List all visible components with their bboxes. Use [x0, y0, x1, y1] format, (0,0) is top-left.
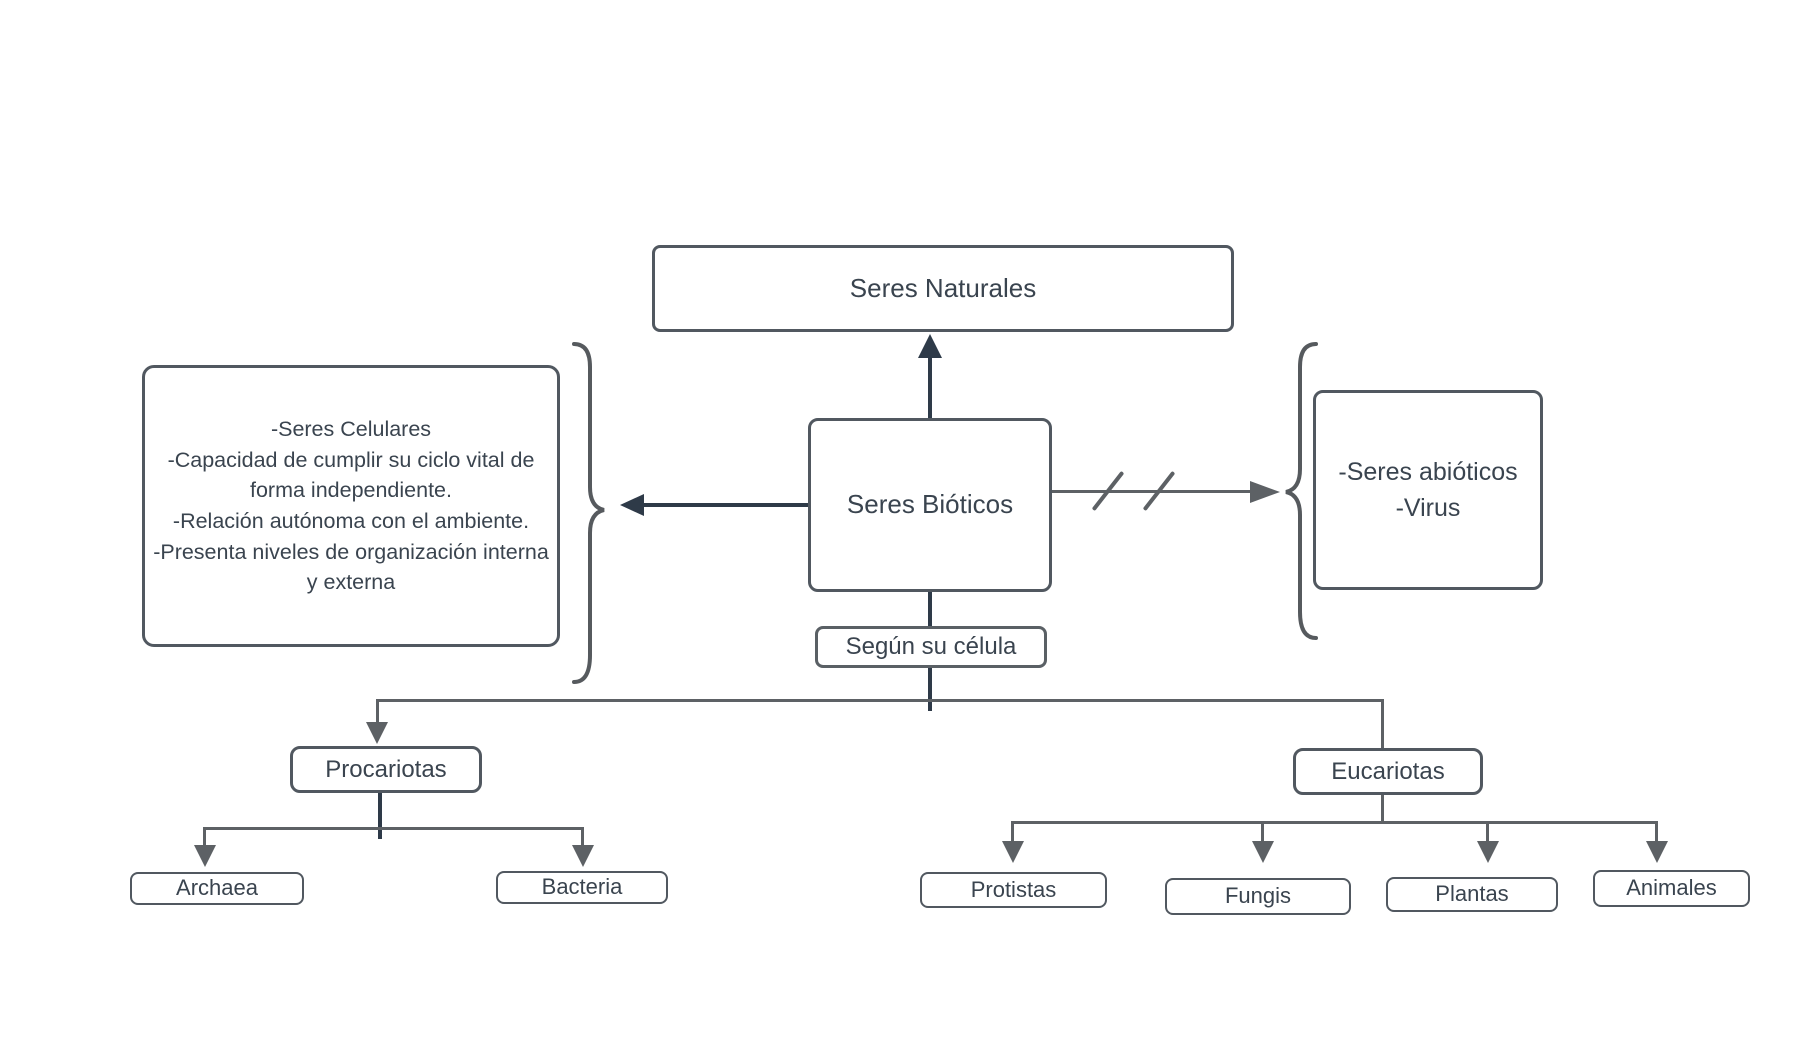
branch-right-stem: [1381, 699, 1384, 749]
plantas-box: Plantas: [1386, 877, 1558, 912]
eucariotas-box: Eucariotas: [1293, 748, 1483, 795]
characteristics-line: -Seres Celulares: [270, 417, 432, 442]
characteristics-line: y externa: [306, 570, 396, 595]
bacteria-label: Bacteria: [541, 874, 623, 900]
procariotas-label: Procariotas: [325, 755, 447, 783]
protistas-label: Protistas: [970, 876, 1057, 902]
characteristics-line: -Relación autónoma con el ambiente.: [172, 509, 530, 533]
arrowhead-down-protistas-icon: [1002, 841, 1024, 863]
arrowhead-down-bacteria-icon: [572, 845, 594, 867]
arrowhead-up-icon: [918, 334, 942, 358]
fungis-box: Fungis: [1165, 878, 1351, 915]
eucariotas-label: Eucariotas: [1331, 757, 1445, 785]
characteristics-line: -Presenta niveles de organización intern…: [153, 539, 549, 564]
connector-left-line: [642, 503, 808, 507]
procariotas-box: Procariotas: [290, 746, 482, 793]
abiotic-box: -Seres abióticos -Virus: [1313, 390, 1543, 590]
seres-bioticos-box: Seres Bióticos: [808, 418, 1052, 592]
branch-horizontal-line: [377, 699, 1384, 702]
bacteria-stem: [581, 827, 584, 847]
characteristics-line: forma independiente.: [249, 478, 452, 503]
arrowhead-down-archaea-icon: [194, 845, 216, 867]
eucariotas-stub-line: [1381, 795, 1384, 824]
arrowhead-right-icon: [1250, 481, 1280, 503]
characteristics-line: -Capacidad de cumplir su ciclo vital de: [167, 447, 535, 472]
seres-naturales-box: Seres Naturales: [652, 245, 1234, 332]
animales-label: Animales: [1626, 875, 1717, 901]
characteristics-box: -Seres Celulares -Capacidad de cumplir s…: [142, 365, 560, 647]
arrowhead-down-plantas-icon: [1477, 841, 1499, 863]
plantas-stem: [1486, 821, 1489, 842]
connector-center-down-line: [928, 592, 932, 626]
arrowhead-down-procariotas-icon: [366, 722, 388, 744]
protistas-stem: [1011, 821, 1014, 842]
fungis-stem: [1261, 821, 1264, 842]
seres-naturales-label: Seres Naturales: [849, 272, 1037, 303]
fungis-label: Fungis: [1224, 883, 1292, 909]
connector-center-down-line2: [928, 668, 932, 711]
eucariotas-branch-line: [1011, 821, 1658, 824]
branch-left-stem: [376, 699, 379, 724]
procariotas-branch-line: [203, 827, 584, 830]
plantas-label: Plantas: [1435, 881, 1509, 907]
abiotic-line: -Seres abióticos: [1338, 457, 1518, 486]
segun-su-celula-label: Según su célula: [845, 633, 1017, 661]
archaea-stem: [203, 827, 206, 847]
arrowhead-down-fungis-icon: [1252, 841, 1274, 863]
segun-su-celula-box: Según su célula: [815, 626, 1047, 668]
arrowhead-down-animales-icon: [1646, 841, 1668, 863]
right-brace-icon: [1285, 342, 1318, 640]
animales-stem: [1655, 821, 1658, 842]
connector-up-line: [928, 356, 932, 418]
left-brace-icon: [572, 342, 605, 684]
archaea-label: Archaea: [176, 875, 258, 901]
procariotas-stub-line: [378, 793, 382, 839]
arrowhead-left-icon: [620, 494, 644, 516]
abiotic-line: -Virus: [1395, 494, 1461, 522]
protistas-box: Protistas: [920, 872, 1107, 908]
archaea-box: Archaea: [130, 872, 304, 905]
connector-right-line: [1052, 490, 1252, 493]
animales-box: Animales: [1593, 870, 1750, 907]
seres-bioticos-label: Seres Bióticos: [846, 489, 1014, 520]
bacteria-box: Bacteria: [496, 871, 668, 904]
